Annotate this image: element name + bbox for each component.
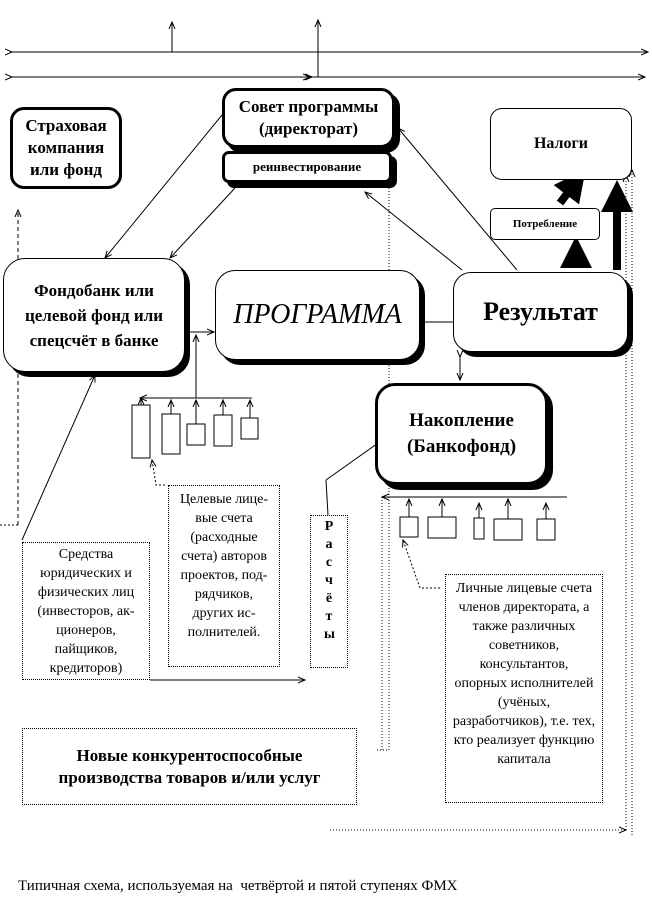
accumulation-box: Накопление (Банкофонд)	[375, 383, 548, 485]
target-accounts-note: Целевые лице-вые счета (расходные счета)…	[168, 485, 280, 667]
caption: Типичная схема, используемая на четвёрто…	[18, 878, 458, 894]
new-production-note: Новые конкурентоспособные производства т…	[22, 728, 357, 805]
program-box: ПРОГРАММА	[215, 270, 420, 360]
fundbank-box: Фондобанк или целевой фонд или спецсчёт …	[3, 258, 185, 372]
result-box: Результат	[453, 272, 628, 352]
taxes-box: Налоги	[490, 108, 632, 180]
council-box: Совет программы (директорат)	[222, 88, 395, 148]
personal-accounts-note: Личные лицевые счета членов директората,…	[445, 574, 603, 803]
insurance-box: Страховая компания или фонд	[10, 107, 122, 189]
investors-note: Средства юридических и физических лиц (и…	[22, 542, 150, 680]
consumption-box: Потребление	[490, 208, 600, 240]
reinvest-box: реинвестирование	[222, 151, 392, 183]
settlements-text: Расчёты	[324, 519, 335, 642]
settlements-note: Расчёты	[310, 515, 348, 668]
thick-arrow-consumption-taxes	[553, 169, 586, 206]
